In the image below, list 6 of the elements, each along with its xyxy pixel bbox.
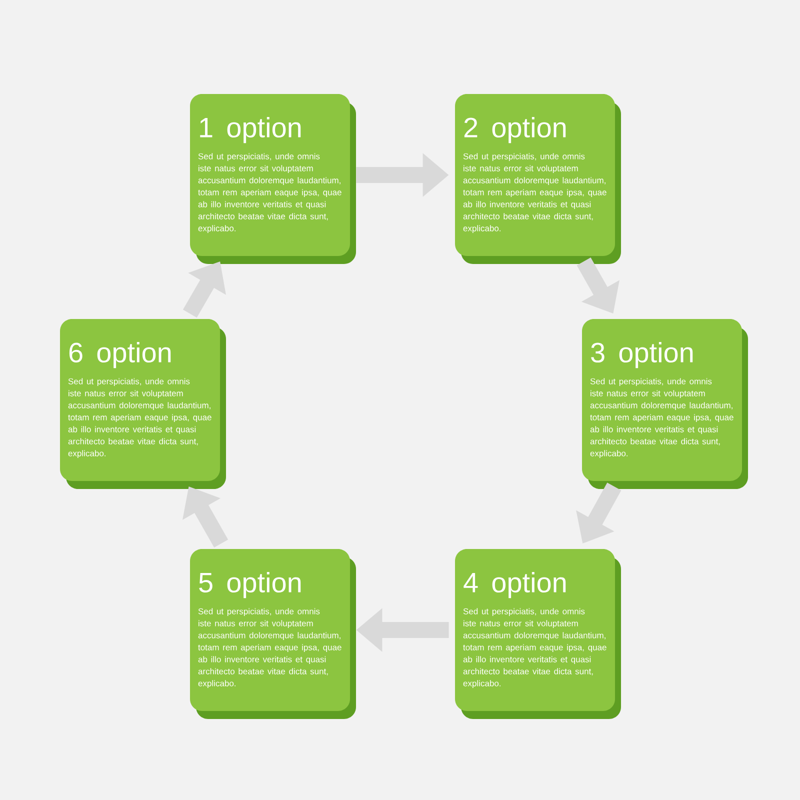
option-box: 6 option Sed ut perspiciatis, unde omnis iste natus error sit voluptatem accusantium doloremque laudantium, totam rem aperiam eaque ipsa, quae ab illo inventore veritatis et quasi architecto beatae vitae dicta sunt, explicabo. [60, 319, 226, 489]
option-box: 2 option Sed ut perspiciatis, unde omnis iste natus error sit voluptatem accusantium doloremque laudantium, totam rem aperiam eaque ipsa, quae ab illo inventore veritatis et quasi architecto beatae vitae dicta sunt, explicabo. [455, 94, 621, 264]
option-box: 3 option Sed ut perspiciatis, unde omnis iste natus error sit voluptatem accusantium doloremque laudantium, totam rem aperiam eaque ipsa, quae ab illo inventore veritatis et quasi architecto beatae vitae dicta sunt, explicabo. [582, 319, 748, 489]
option-box: 5 option Sed ut perspiciatis, unde omnis iste natus error sit voluptatem accusantium doloremque laudantium, totam rem aperiam eaque ipsa, quae ab illo inventore veritatis et quasi architecto beatae vitae dicta sunt, explicabo. [190, 549, 356, 719]
option-box: 1 option Sed ut perspiciatis, unde omnis iste natus error sit voluptatem accusantium doloremque laudantium, totam rem aperiam eaque ipsa, quae ab illo inventore veritatis et quasi architecto beatae vitae dicta sunt, explicabo. [190, 94, 356, 264]
option-box: 4 option Sed ut perspiciatis, unde omnis iste natus error sit voluptatem accusantium doloremque laudantium, totam rem aperiam eaque ipsa, quae ab illo inventore veritatis et quasi architecto beatae vitae dicta sunt, explicabo. [455, 549, 621, 719]
